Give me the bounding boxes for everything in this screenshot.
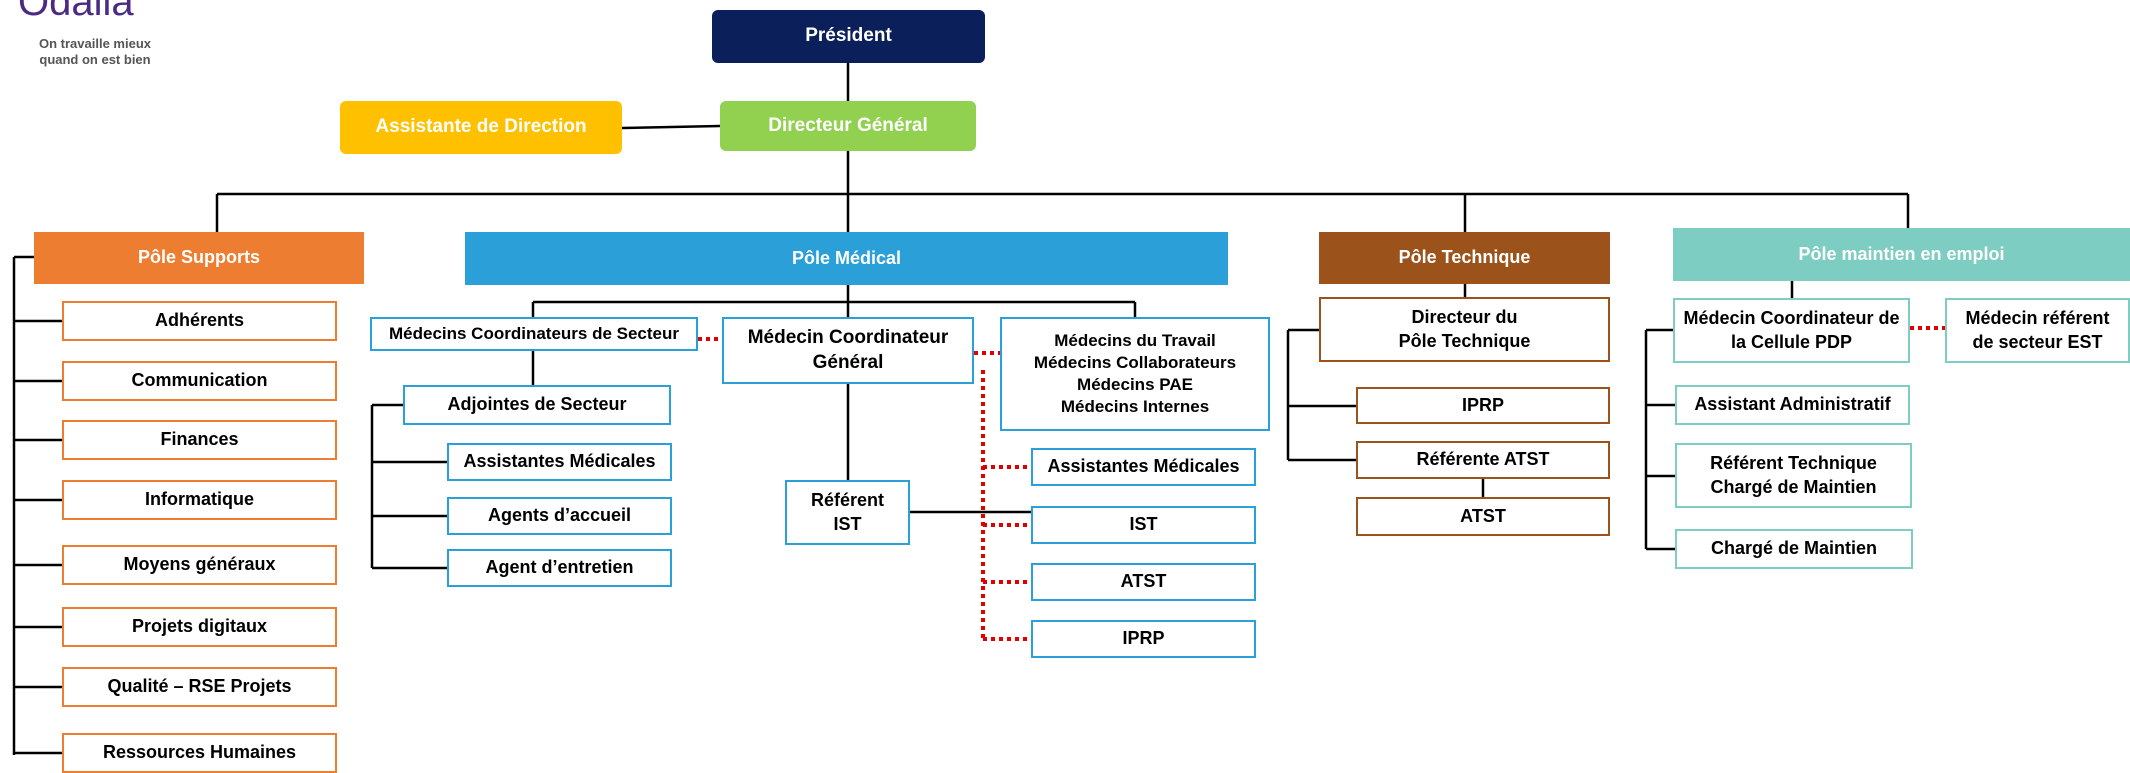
supports-item: Communication — [62, 361, 337, 401]
medecin-referent-est-box: Médecin référent de secteur EST — [1945, 298, 2130, 363]
supports-item: Adhérents — [62, 301, 337, 341]
medical-left-item: Agents d’accueil — [447, 497, 672, 535]
pole-technique-header: Pôle Technique — [1319, 232, 1610, 284]
adjointes-secteur-box: Adjointes de Secteur — [403, 385, 671, 425]
logo: Odalia On travaille mieux quand on est b… — [0, 0, 180, 75]
president-box: Président — [712, 10, 985, 63]
medical-right-item: IST — [1031, 506, 1256, 544]
logo-tagline: On travaille mieux quand on est bien — [39, 36, 151, 67]
supports-item: Finances — [62, 420, 337, 460]
maintien-item: Référent Technique Chargé de Maintien — [1675, 443, 1912, 508]
logo-wordmark: Odalia — [18, 0, 134, 24]
directeur-pole-technique-box: Directeur du Pôle Technique — [1319, 297, 1610, 362]
pole-maintien-header: Pôle maintien en emploi — [1673, 228, 2130, 281]
medecin-coordinateur-general-box: Médecin Coordinateur Général — [722, 317, 974, 384]
maintien-item: Chargé de Maintien — [1675, 529, 1913, 569]
medical-right-item: IPRP — [1031, 620, 1256, 658]
supports-item: Ressources Humaines — [62, 733, 337, 773]
technique-item: ATST — [1356, 497, 1610, 536]
connector — [621, 124, 721, 130]
pole-medical-header: Pôle Médical — [465, 232, 1228, 285]
medecins-group-box: Médecins du Travail Médecins Collaborate… — [1000, 317, 1270, 431]
assistante-direction-box: Assistante de Direction — [340, 101, 622, 154]
pole-supports-header: Pôle Supports — [34, 232, 364, 284]
medical-left-item: Assistantes Médicales — [447, 443, 672, 481]
medical-right-item: ATST — [1031, 563, 1256, 601]
medical-left-item: Agent d’entretien — [447, 549, 672, 587]
directeur-general-box: Directeur Général — [720, 101, 976, 151]
medecins-coordinateurs-secteur-box: Médecins Coordinateurs de Secteur — [370, 317, 698, 351]
supports-item: Projets digitaux — [62, 607, 337, 647]
technique-item: Référente ATST — [1356, 441, 1610, 479]
medical-right-item: Assistantes Médicales — [1031, 448, 1256, 486]
referent-ist-box: Référent IST — [785, 480, 910, 545]
supports-item: Qualité – RSE Projets — [62, 667, 337, 707]
medecin-coordinateur-pdp-box: Médecin Coordinateur de la Cellule PDP — [1673, 298, 1910, 363]
maintien-item: Assistant Administratif — [1675, 385, 1910, 425]
technique-item: IPRP — [1356, 387, 1610, 424]
supports-item: Moyens généraux — [62, 545, 337, 585]
supports-item: Informatique — [62, 480, 337, 520]
